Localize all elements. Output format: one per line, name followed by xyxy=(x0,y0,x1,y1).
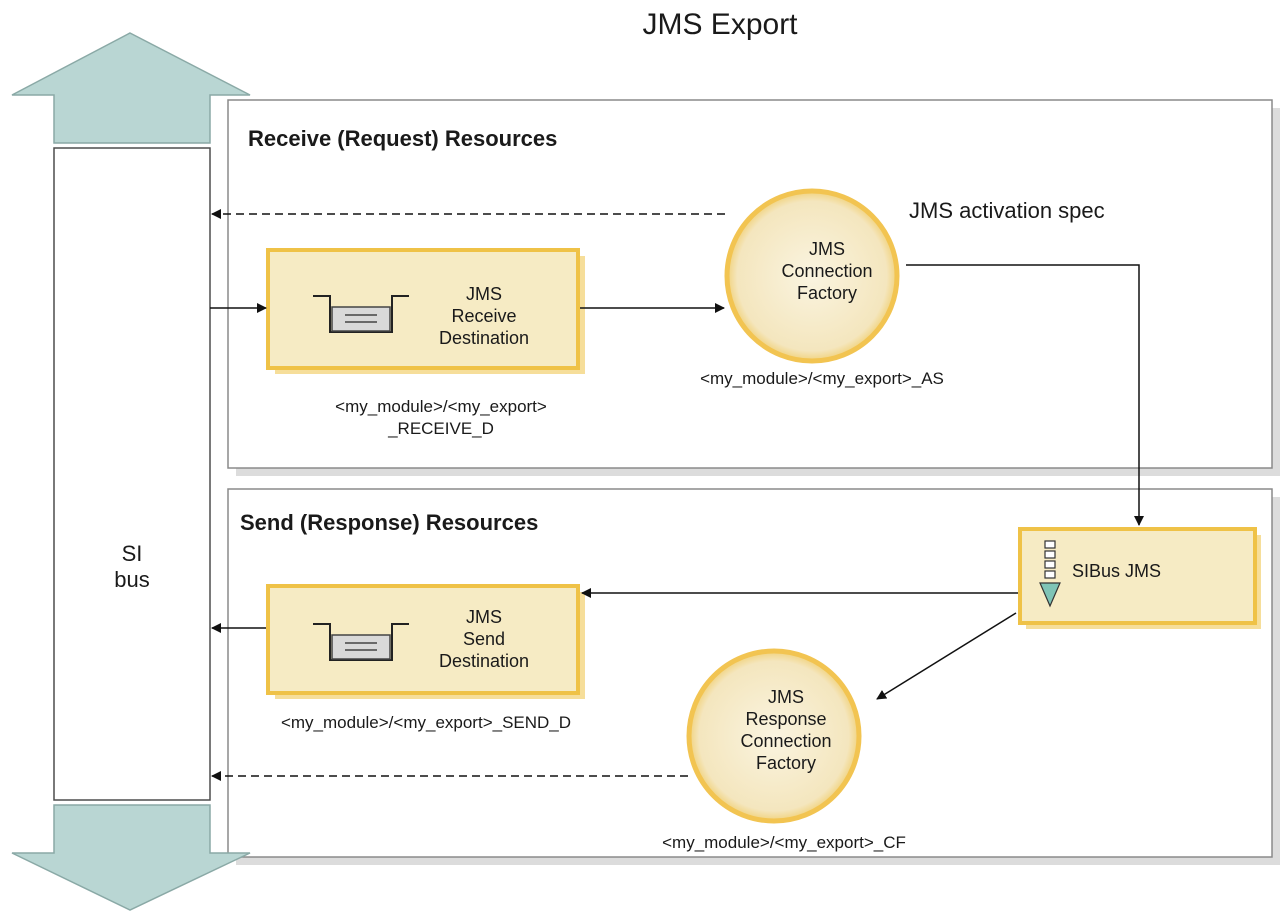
bus-label: SI bus xyxy=(114,541,150,592)
bus-body xyxy=(53,147,211,801)
response-connection-factory-name: <my_module>/<my_export>_CF xyxy=(662,833,906,852)
response-connection-factory-circle xyxy=(686,648,862,824)
connection-factory-name: <my_module>/<my_export>_AS xyxy=(700,369,944,388)
send-destination-box xyxy=(266,584,580,695)
send-destination-name: <my_module>/<my_export>_SEND_D xyxy=(280,713,572,732)
factory-to-sibus-arrow xyxy=(906,264,1144,526)
queue-icon xyxy=(313,295,409,333)
connection-factory-circle xyxy=(724,188,900,364)
send-section-title: Send (Response) Resources xyxy=(240,510,539,535)
send-destination-label: JMS Send Destination xyxy=(438,607,530,671)
sibus-jms-icon xyxy=(1039,540,1061,608)
sibus-box xyxy=(1018,527,1257,625)
receive-section-title: Receive (Request) Resources xyxy=(248,126,558,151)
activation-spec-label: JMS activation spec xyxy=(909,198,1105,223)
receive-destination-label: JMS Receive Destination xyxy=(438,284,530,348)
sibus-to-response-factory-arrow xyxy=(876,612,1017,700)
connection-factory-label: JMS Connection Factory xyxy=(781,239,873,303)
response-connection-factory-label: JMS Response Connection Factory xyxy=(740,687,832,773)
sibus-jms-label: SIBus JMS xyxy=(1072,561,1162,581)
receive-destination-box xyxy=(266,248,580,370)
receive-destination-name: <my_module>/<my_export> _RECEIVE_D xyxy=(335,397,547,438)
bus-top-arrowhead xyxy=(11,32,251,144)
queue-icon xyxy=(313,623,409,661)
diagram-title: JMS Export xyxy=(642,8,798,41)
bus-bottom-arrowhead xyxy=(11,804,251,911)
